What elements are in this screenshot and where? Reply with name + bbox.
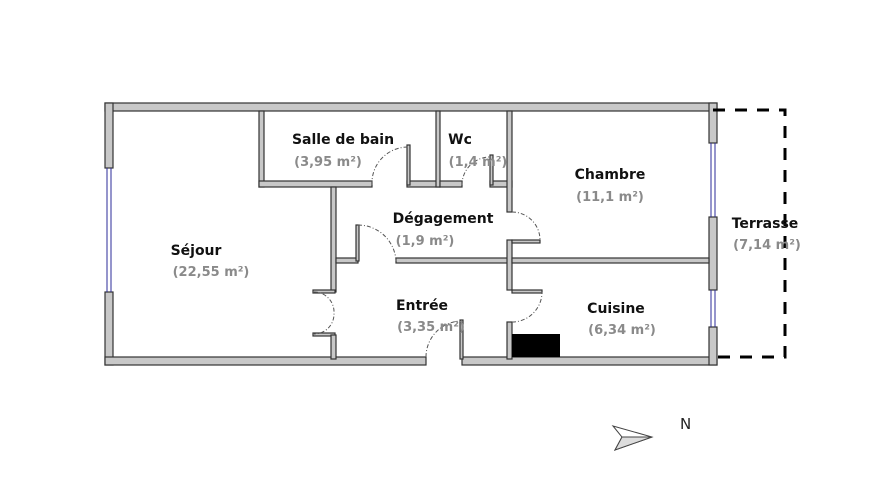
room-area-wc: (1,4 m²) xyxy=(449,155,508,170)
north-label: N xyxy=(680,415,691,433)
room-area-terrasse: (7,14 m²) xyxy=(733,238,801,253)
room-area-entree: (3,35 m²) xyxy=(397,320,465,335)
room-name-entree: Entrée xyxy=(396,298,448,314)
room-name-cuisine: Cuisine xyxy=(587,301,645,317)
kitchen-counter xyxy=(512,334,560,357)
room-name-wc: Wc xyxy=(448,132,472,148)
room-area-sejour: (22,55 m²) xyxy=(173,265,250,280)
room-area-degagement: (1,9 m²) xyxy=(396,234,455,249)
room-area-salle-de-bain: (3,95 m²) xyxy=(294,155,362,170)
room-area-chambre: (11,1 m²) xyxy=(576,190,644,205)
north-arrow-icon xyxy=(611,425,654,451)
door-swings xyxy=(313,146,543,358)
outer-walls xyxy=(104,102,718,366)
terrace-outline xyxy=(713,108,787,359)
room-name-terrasse: Terrasse xyxy=(732,216,799,232)
room-area-cuisine: (6,34 m²) xyxy=(588,323,656,338)
inner-walls xyxy=(258,110,710,360)
windows xyxy=(106,143,716,327)
room-name-degagement: Dégagement xyxy=(393,211,494,227)
room-name-salle-de-bain: Salle de bain xyxy=(292,132,394,148)
room-name-chambre: Chambre xyxy=(575,167,646,183)
room-name-sejour: Séjour xyxy=(171,243,222,259)
